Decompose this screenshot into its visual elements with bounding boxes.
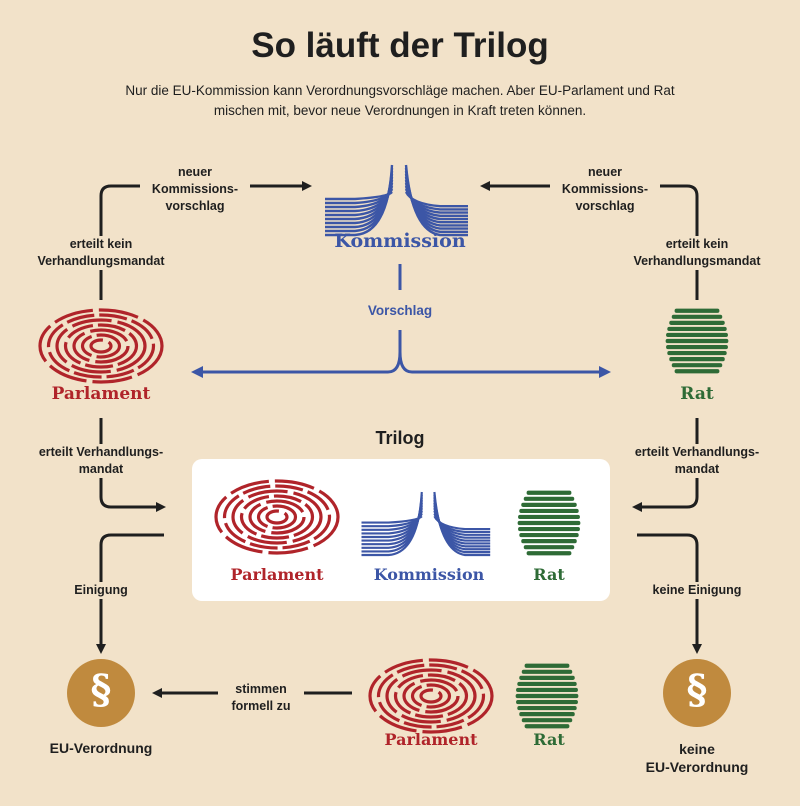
council-barrel-icon [515,663,579,729]
approval-rat-label: Rat [533,730,565,749]
trilog-kommission-label: Kommission [373,565,485,584]
edge-label-new-proposal-right: neuer Kommissions- vorschlag [550,164,660,215]
council-barrel-icon [517,490,581,556]
paragraph-icon [67,659,135,727]
paragraph-symbol: § [90,666,112,713]
page-title: So läuft der Trilog [251,26,549,65]
rat-label: Rat [680,384,714,404]
trilog-parlament-label: Parlament [230,565,324,584]
page-subtitle: Nur die EU-Kommission kann Verordnungsvo… [125,83,675,118]
edge-label-no-agreement: keine Einigung [632,582,762,599]
edge-label-mandate-left: erteilt Verhandlungs- mandat [16,444,186,478]
connector-trilog-to-no-regulation [637,533,702,654]
trilog-title: Trilog [375,428,425,448]
edge-label-agreement: Einigung [62,582,140,599]
proposal-connector [191,264,611,378]
approval-parlament-label: Parlament [384,730,478,749]
edge-label-new-proposal-left: neuer Kommissions- vorschlag [140,164,250,215]
connector-rat-to-trilog [632,418,699,512]
connector-rat-to-kommission [480,181,699,300]
outcome-regulation-label: EU-Verordnung [30,740,172,757]
edge-label-no-mandate-right: erteilt kein Verhandlungsmandat [616,236,778,270]
connector-parlament-to-kommission [99,181,312,300]
council-barrel-icon [665,308,729,374]
edge-label-mandate-right: erteilt Verhandlungs- mandat [612,444,782,478]
kommission-label: Kommission [334,230,466,252]
kommission-building-icon [361,491,491,557]
edge-label-no-mandate-left: erteilt kein Verhandlungsmandat [20,236,182,270]
trilog-rat-label: Rat [533,565,565,584]
parliament-hemicycle-icon [38,308,164,384]
parliament-hemicycle-icon [214,479,340,555]
outcome-no-regulation-label: keine EU-Verordnung [626,740,768,776]
connector-parlament-to-trilog [99,418,166,512]
parlament-label: Parlament [51,384,151,404]
paragraph-symbol-crossed: § [686,666,708,713]
kommission-building-icon [325,164,468,237]
crossed-paragraph-icon [663,659,731,727]
edge-label-proposal: Vorschlag [355,302,445,319]
edge-label-formal-approval: stimmen formell zu [218,681,304,715]
connector-trilog-to-regulation [96,533,164,654]
parliament-hemicycle-icon [368,658,494,734]
